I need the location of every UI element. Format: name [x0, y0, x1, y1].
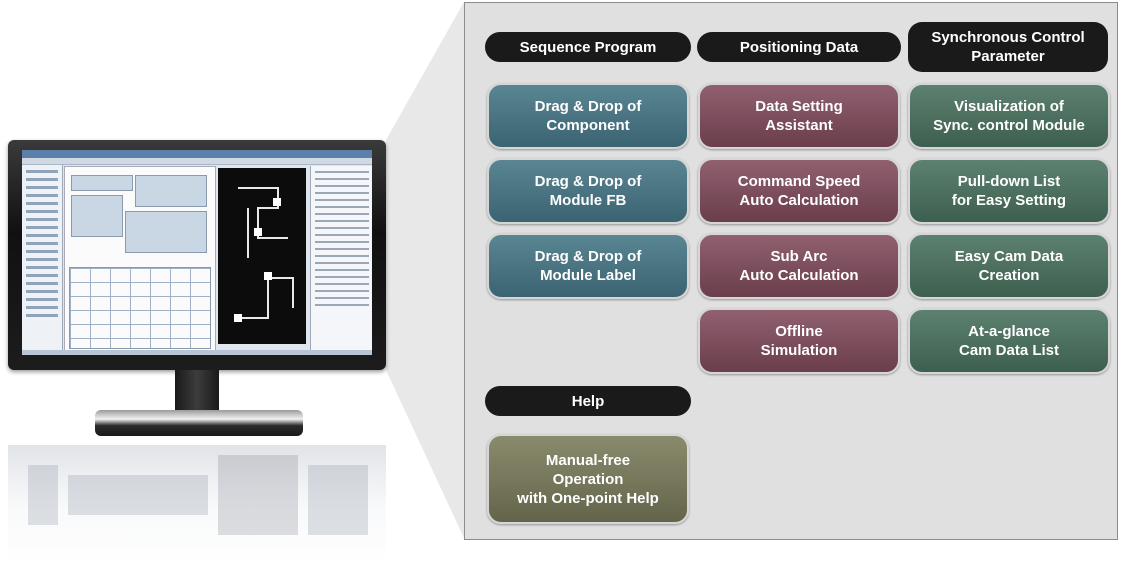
zoom-beam	[386, 2, 464, 538]
card-drag-drop-module-fb: Drag & Drop of Module FB	[487, 158, 689, 224]
card-offline-simulation: Offline Simulation	[698, 308, 900, 374]
card-visualization-sync-module: Visualization of Sync. control Module	[908, 83, 1110, 149]
card-pull-down-list: Pull-down List for Easy Setting	[908, 158, 1110, 224]
feature-panel: Sequence Program Positioning Data Synchr…	[464, 2, 1118, 540]
monitor-bezel	[8, 140, 386, 370]
card-manual-free-operation: Manual-free Operation with One-point Hel…	[487, 434, 689, 524]
header-sequence-program: Sequence Program	[485, 32, 691, 62]
card-sub-arc-auto-calc: Sub Arc Auto Calculation	[698, 233, 900, 299]
header-positioning-data: Positioning Data	[697, 32, 901, 62]
card-command-speed-auto-calc: Command Speed Auto Calculation	[698, 158, 900, 224]
card-easy-cam-data-creation: Easy Cam Data Creation	[908, 233, 1110, 299]
card-drag-drop-component: Drag & Drop of Component	[487, 83, 689, 149]
card-cam-data-list: At-a-glance Cam Data List	[908, 308, 1110, 374]
monitor-illustration	[0, 0, 470, 566]
header-synchronous-control-parameter: Synchronous Control Parameter	[908, 22, 1108, 72]
monitor-reflection	[8, 445, 386, 566]
monitor-screen	[22, 150, 372, 355]
header-help: Help	[485, 386, 691, 416]
card-data-setting-assistant: Data Setting Assistant	[698, 83, 900, 149]
monitor-base	[95, 410, 303, 436]
card-drag-drop-module-label: Drag & Drop of Module Label	[487, 233, 689, 299]
